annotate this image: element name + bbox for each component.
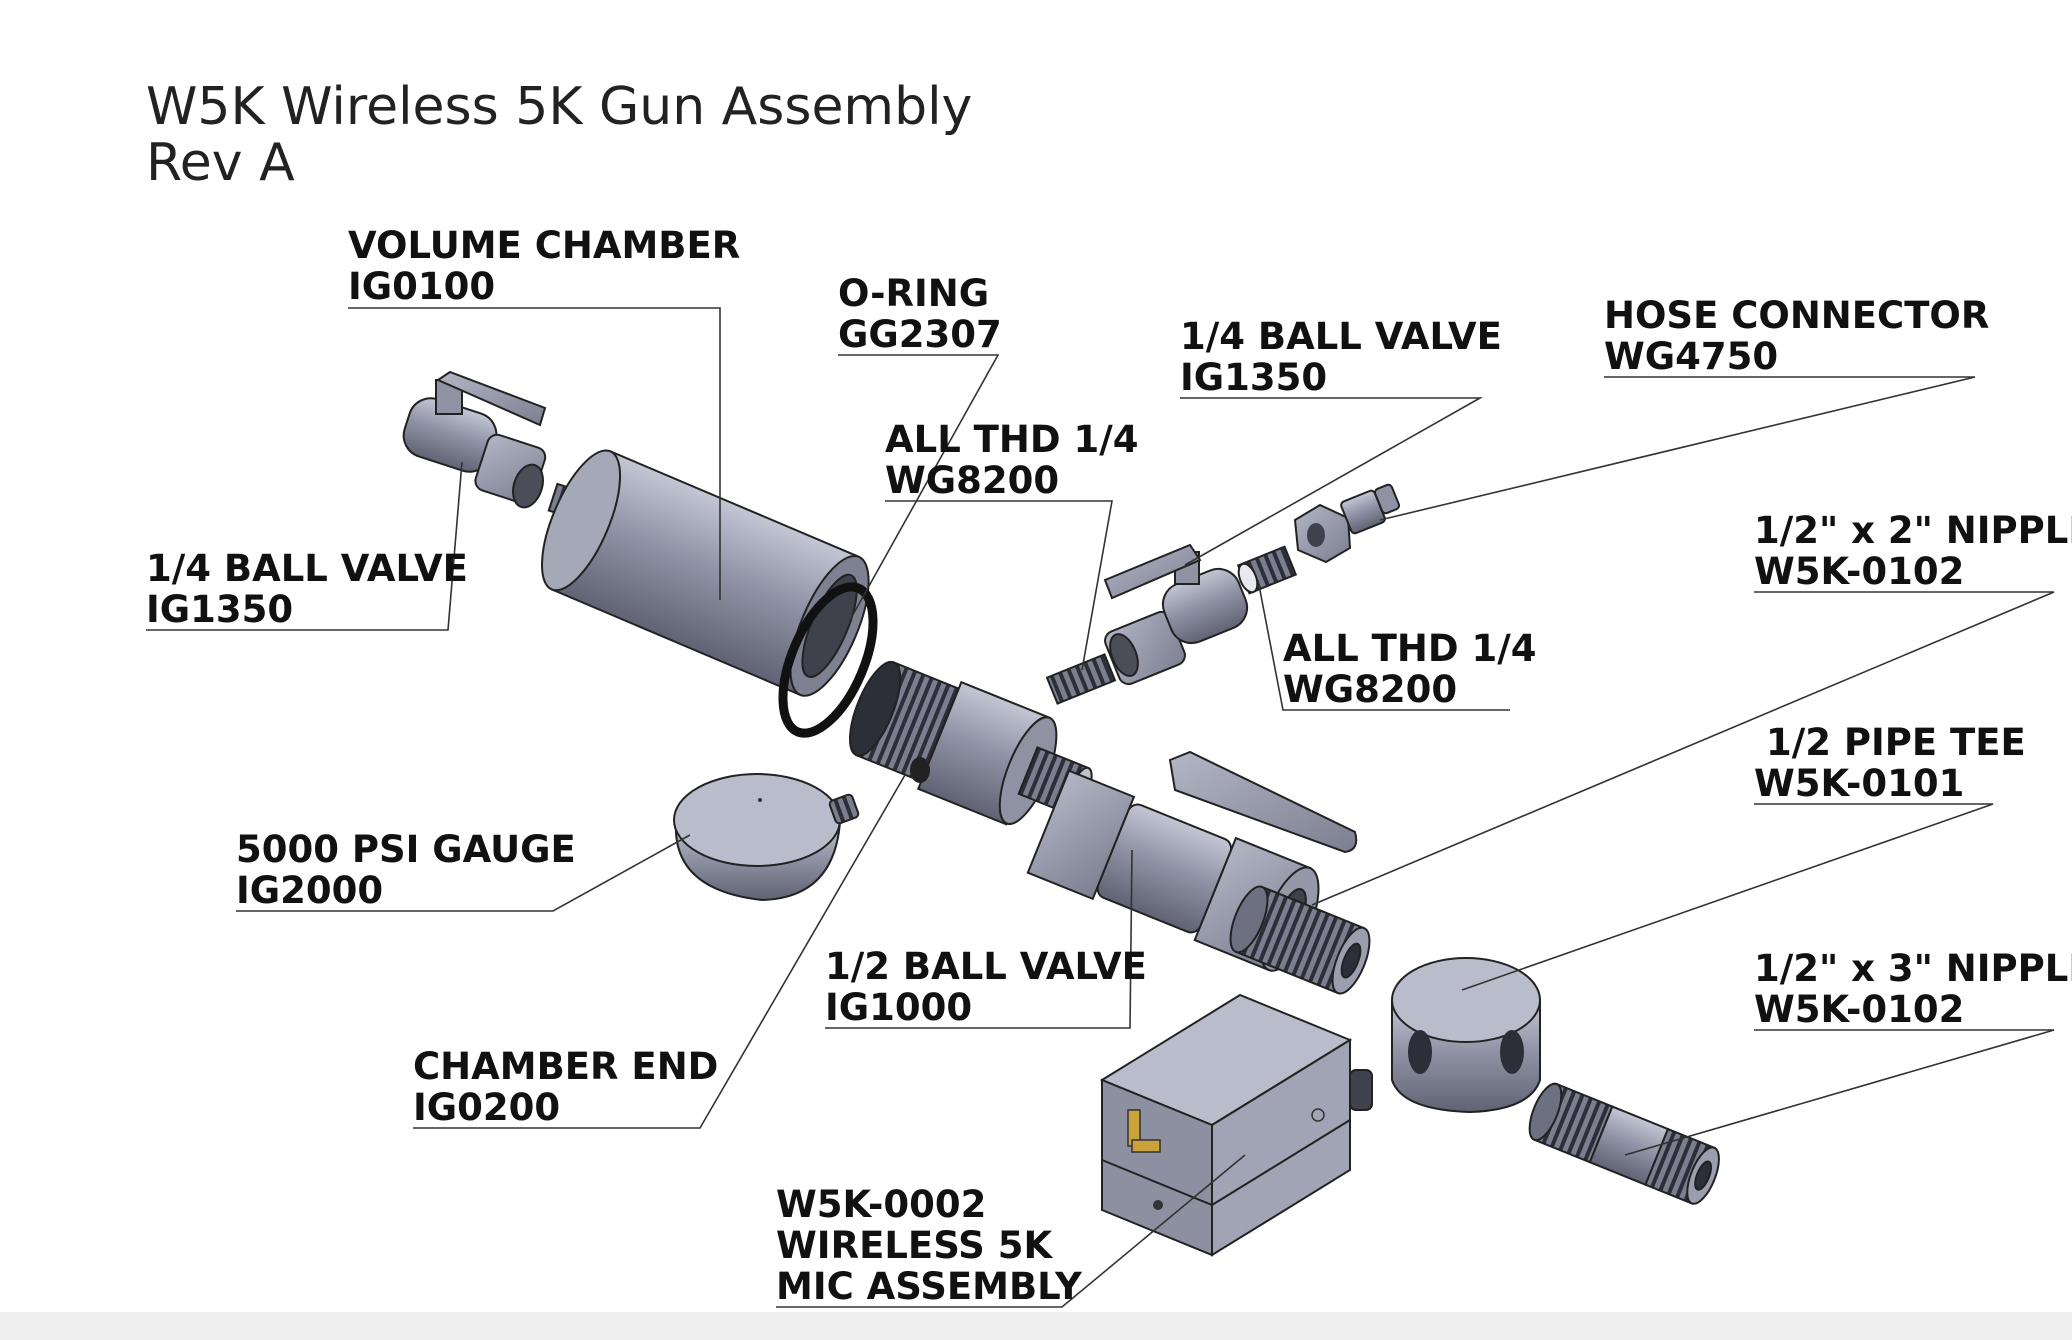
label-name: 1/4 BALL VALVE xyxy=(1180,315,1502,358)
callout-hose-connector: HOSE CONNECTOR WG4750 xyxy=(1604,294,1989,378)
callout-all-thread-quarter-right: ALL THD 1/4 WG8200 xyxy=(1283,627,1536,711)
pipe-tee-part xyxy=(1391,957,1541,1114)
label-name: 5000 PSI GAUGE xyxy=(236,828,576,871)
label-name: O-RING xyxy=(838,272,989,315)
callout-ball-valve-quarter-top: 1/4 BALL VALVE IG1350 xyxy=(1180,315,1502,399)
label-part-number: WG8200 xyxy=(1283,668,1457,711)
label-part-number: W5K-0101 xyxy=(1754,762,1964,805)
label-name: CHAMBER END xyxy=(413,1045,718,1088)
psi-gauge-part xyxy=(673,773,860,902)
label-part-number: IG0200 xyxy=(413,1086,560,1129)
label-name: 1/2" x 2" NIPPLE xyxy=(1754,509,2072,552)
label-part-number: W5K-0002 xyxy=(776,1183,986,1226)
label-part-number: IG1350 xyxy=(146,588,293,631)
callout-volume-chamber: VOLUME CHAMBER IG0100 xyxy=(348,224,740,308)
label-part-number: IG1000 xyxy=(825,986,972,1029)
label-part-number: W5K-0102 xyxy=(1754,550,1964,593)
label-name: 1/2" x 3" NIPPLE xyxy=(1754,947,2072,990)
all-thread-quarter-right-part xyxy=(1236,545,1298,595)
label-part-number: W5K-0102 xyxy=(1754,988,1964,1031)
volume-chamber-part xyxy=(541,449,870,697)
o-ring-part xyxy=(778,582,878,738)
label-name: 1/2 BALL VALVE xyxy=(825,945,1147,988)
callout-nipple-three-inch: 1/2" x 3" NIPPLE W5K-0102 xyxy=(1754,947,2072,1031)
callout-psi-gauge: 5000 PSI GAUGE IG2000 xyxy=(236,828,576,912)
callout-nipple-two-inch: 1/2" x 2" NIPPLE W5K-0102 xyxy=(1754,509,2072,593)
callout-mic-assembly: W5K-0002 WIRELESS 5K MIC ASSEMBLY xyxy=(776,1183,1083,1308)
label-name: 1/4 BALL VALVE xyxy=(146,547,468,590)
bottom-band xyxy=(0,1312,2072,1340)
nipple-two-inch-part xyxy=(1229,885,1371,995)
callout-all-thread-quarter-top: ALL THD 1/4 WG8200 xyxy=(885,418,1138,502)
label-name-line2: WIRELESS 5K xyxy=(776,1224,1053,1267)
label-name: ALL THD 1/4 xyxy=(1283,627,1536,670)
label-name: HOSE CONNECTOR xyxy=(1604,294,1989,337)
label-name: 1/2 PIPE TEE xyxy=(1766,721,2026,764)
diagram-title: W5K Wireless 5K Gun Assembly xyxy=(146,77,972,137)
chamber-end-part xyxy=(849,660,1093,826)
diagram-revision: Rev A xyxy=(146,133,295,193)
ball-valve-quarter-top-part xyxy=(1103,543,1249,686)
all-thread-quarter-left-part xyxy=(1045,653,1117,705)
hose-connector-part xyxy=(1293,483,1401,564)
label-name: VOLUME CHAMBER xyxy=(348,224,740,267)
label-part-number: GG2307 xyxy=(838,313,1002,356)
nipple-three-inch-part xyxy=(1528,1082,1720,1205)
callout-pipe-tee: 1/2 PIPE TEE W5K-0101 xyxy=(1754,721,2026,805)
label-part-number: IG2000 xyxy=(236,869,383,912)
label-name: ALL THD 1/4 xyxy=(885,418,1138,461)
label-part-number: WG8200 xyxy=(885,459,1059,502)
callout-chamber-end: CHAMBER END IG0200 xyxy=(413,1045,718,1129)
label-part-number: IG1350 xyxy=(1180,356,1327,399)
label-part-number: WG4750 xyxy=(1604,335,1778,378)
callout-o-ring: O-RING GG2307 xyxy=(838,272,1002,356)
label-part-number: IG0100 xyxy=(348,265,495,308)
leader-lines xyxy=(146,307,2055,1308)
callout-ball-valve-quarter-left: 1/4 BALL VALVE IG1350 xyxy=(146,547,468,631)
callout-ball-valve-half: 1/2 BALL VALVE IG1000 xyxy=(825,945,1147,1029)
label-name-line3: MIC ASSEMBLY xyxy=(776,1265,1083,1308)
ball-valve-quarter-left-part xyxy=(402,370,547,509)
mic-assembly-part xyxy=(1099,993,1373,1257)
